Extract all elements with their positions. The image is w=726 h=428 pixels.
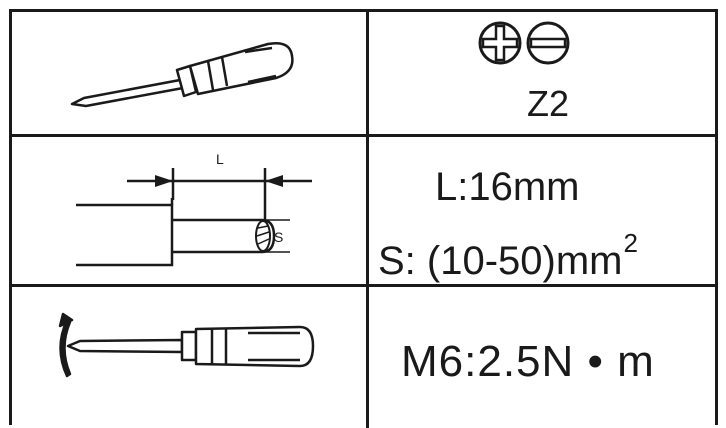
cross-section-value: S: (10-50)mm <box>378 239 623 283</box>
spec-table <box>9 9 718 428</box>
length-letter: L <box>216 151 224 167</box>
cross-section-exponent: 2 <box>623 228 638 258</box>
cross-section: S: (10-50)mm2 <box>378 230 638 281</box>
strip-length: L:16mm <box>435 165 580 209</box>
section-letter: S <box>274 229 283 245</box>
row-divider-1 <box>12 134 715 137</box>
type-code: Z2 <box>527 83 570 124</box>
row-divider-2 <box>12 284 715 287</box>
torque-value: M6:2.5N • m <box>401 337 655 386</box>
column-divider <box>366 12 369 428</box>
